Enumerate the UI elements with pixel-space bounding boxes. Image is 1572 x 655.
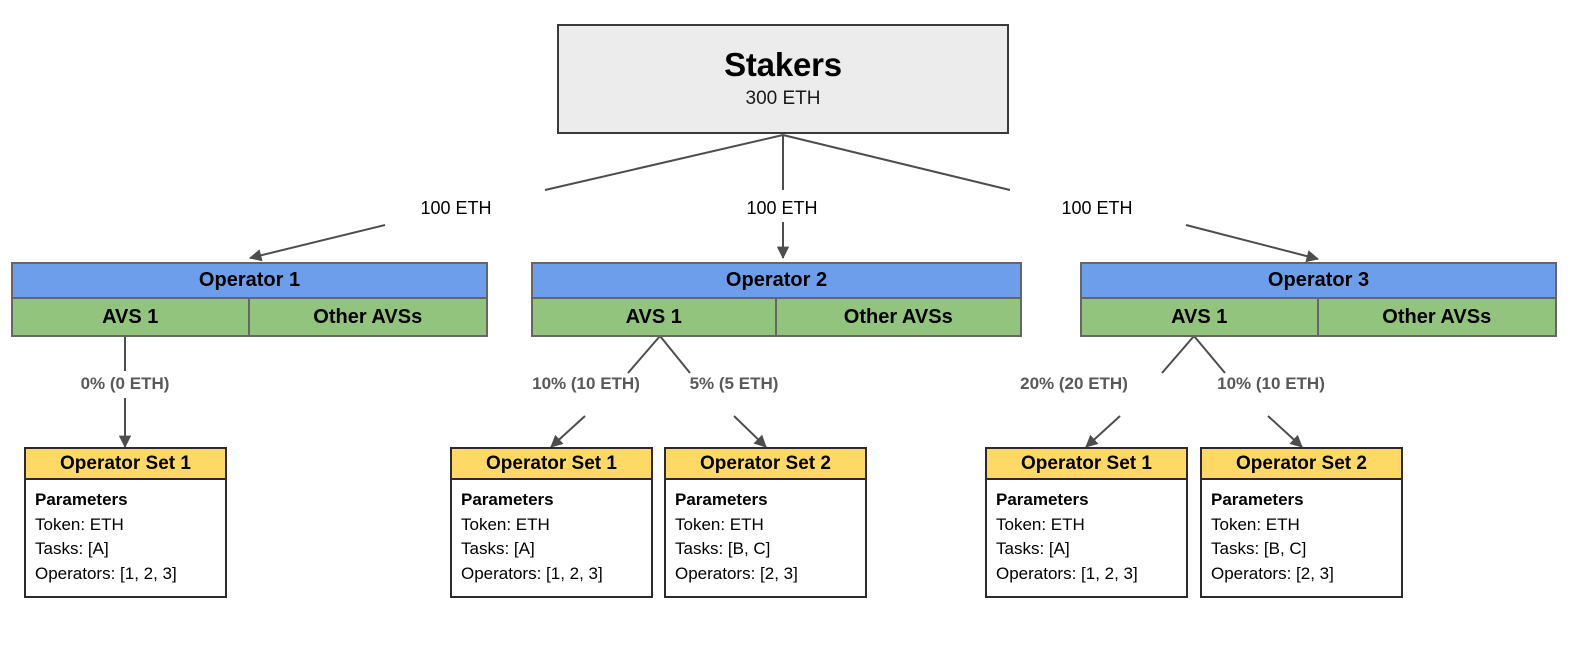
edge-stakers-to-operator-1 [249, 134, 784, 262]
param-token: Token: ETH [996, 514, 1085, 534]
param-tasks: Tasks: [A] [996, 539, 1070, 559]
param-token: Token: ETH [1211, 514, 1300, 534]
operator-3-avs-row: AVS 1 Other AVSs [1082, 299, 1555, 335]
param-tasks: Tasks: [A] [35, 539, 109, 559]
param-token: Token: ETH [675, 514, 764, 534]
operator-3-title: Operator 3 [1082, 264, 1555, 299]
operator-2-avs-primary[interactable]: AVS 1 [533, 299, 777, 335]
allocation-label-op2-set1: 10% (10 ETH) [532, 374, 640, 393]
operator-set-body: Parameters Token: ETH Tasks: [A] Operato… [450, 480, 653, 598]
allocation-label-op1-set1: 0% (0 ETH) [80, 374, 170, 393]
params-heading: Parameters [675, 490, 768, 509]
operator-set-node-op1-set1[interactable]: Operator Set 1 Parameters Token: ETH Tas… [24, 447, 227, 598]
edge-stakers-to-operator-3 [782, 134, 1319, 263]
operator-2-avs-row: AVS 1 Other AVSs [533, 299, 1020, 335]
param-tasks: Tasks: [B, C] [675, 539, 771, 559]
stakers-node[interactable]: Stakers 300 ETH [557, 24, 1009, 134]
operator-set-title: Operator Set 1 [450, 447, 653, 480]
param-token: Token: ETH [461, 514, 550, 534]
params-heading: Parameters [1211, 490, 1304, 509]
param-operators: Operators: [1, 2, 3] [996, 563, 1138, 583]
operator-set-body: Parameters Token: ETH Tasks: [A] Operato… [24, 480, 227, 598]
operator-set-node-op2-set1[interactable]: Operator Set 1 Parameters Token: ETH Tas… [450, 447, 653, 598]
params-heading: Parameters [461, 490, 554, 509]
param-operators: Operators: [1, 2, 3] [461, 563, 603, 583]
operator-1-title: Operator 1 [13, 264, 486, 299]
allocation-label-op3-set2: 10% (10 ETH) [1217, 374, 1325, 393]
operator-set-node-op3-set1[interactable]: Operator Set 1 Parameters Token: ETH Tas… [985, 447, 1188, 598]
params-heading: Parameters [35, 490, 128, 509]
operator-node-2[interactable]: Operator 2 AVS 1 Other AVSs [531, 262, 1022, 337]
operator-set-title: Operator Set 2 [664, 447, 867, 480]
stakers-amount: 300 ETH [745, 88, 821, 110]
param-operators: Operators: [2, 3] [675, 563, 798, 583]
operator-1-avs-row: AVS 1 Other AVSs [13, 299, 486, 335]
stake-edge-label-3: 100 ETH [1061, 198, 1133, 218]
operator-set-title: Operator Set 2 [1200, 447, 1403, 480]
operator-3-avs-other[interactable]: Other AVSs [1318, 299, 1555, 335]
operator-set-body: Parameters Token: ETH Tasks: [B, C] Oper… [1200, 480, 1403, 598]
operator-node-3[interactable]: Operator 3 AVS 1 Other AVSs [1080, 262, 1557, 337]
param-operators: Operators: [1, 2, 3] [35, 563, 177, 583]
operator-set-body: Parameters Token: ETH Tasks: [A] Operato… [985, 480, 1188, 598]
operator-1-avs-other[interactable]: Other AVSs [249, 299, 486, 335]
allocation-label-op3-set1: 20% (20 ETH) [1020, 374, 1128, 393]
allocation-label-op2-set2: 5% (5 ETH) [689, 374, 779, 393]
operator-set-body: Parameters Token: ETH Tasks: [B, C] Oper… [664, 480, 867, 598]
operator-set-title: Operator Set 1 [985, 447, 1188, 480]
operator-3-avs-primary[interactable]: AVS 1 [1082, 299, 1319, 335]
param-tasks: Tasks: [A] [461, 539, 535, 559]
stake-edge-label-1: 100 ETH [420, 198, 492, 218]
param-operators: Operators: [2, 3] [1211, 563, 1334, 583]
operator-node-1[interactable]: Operator 1 AVS 1 Other AVSs [11, 262, 488, 337]
operator-set-node-op3-set2[interactable]: Operator Set 2 Parameters Token: ETH Tas… [1200, 447, 1403, 598]
operator-1-avs-primary[interactable]: AVS 1 [13, 299, 250, 335]
operator-set-title: Operator Set 1 [24, 447, 227, 480]
stakers-title: Stakers [724, 45, 842, 83]
operator-2-title: Operator 2 [533, 264, 1020, 299]
params-heading: Parameters [996, 490, 1089, 509]
param-token: Token: ETH [35, 514, 124, 534]
operator-2-avs-other[interactable]: Other AVSs [776, 299, 1020, 335]
param-tasks: Tasks: [B, C] [1211, 539, 1307, 559]
stake-edge-label-2: 100 ETH [746, 198, 818, 218]
operator-set-node-op2-set2[interactable]: Operator Set 2 Parameters Token: ETH Tas… [664, 447, 867, 598]
